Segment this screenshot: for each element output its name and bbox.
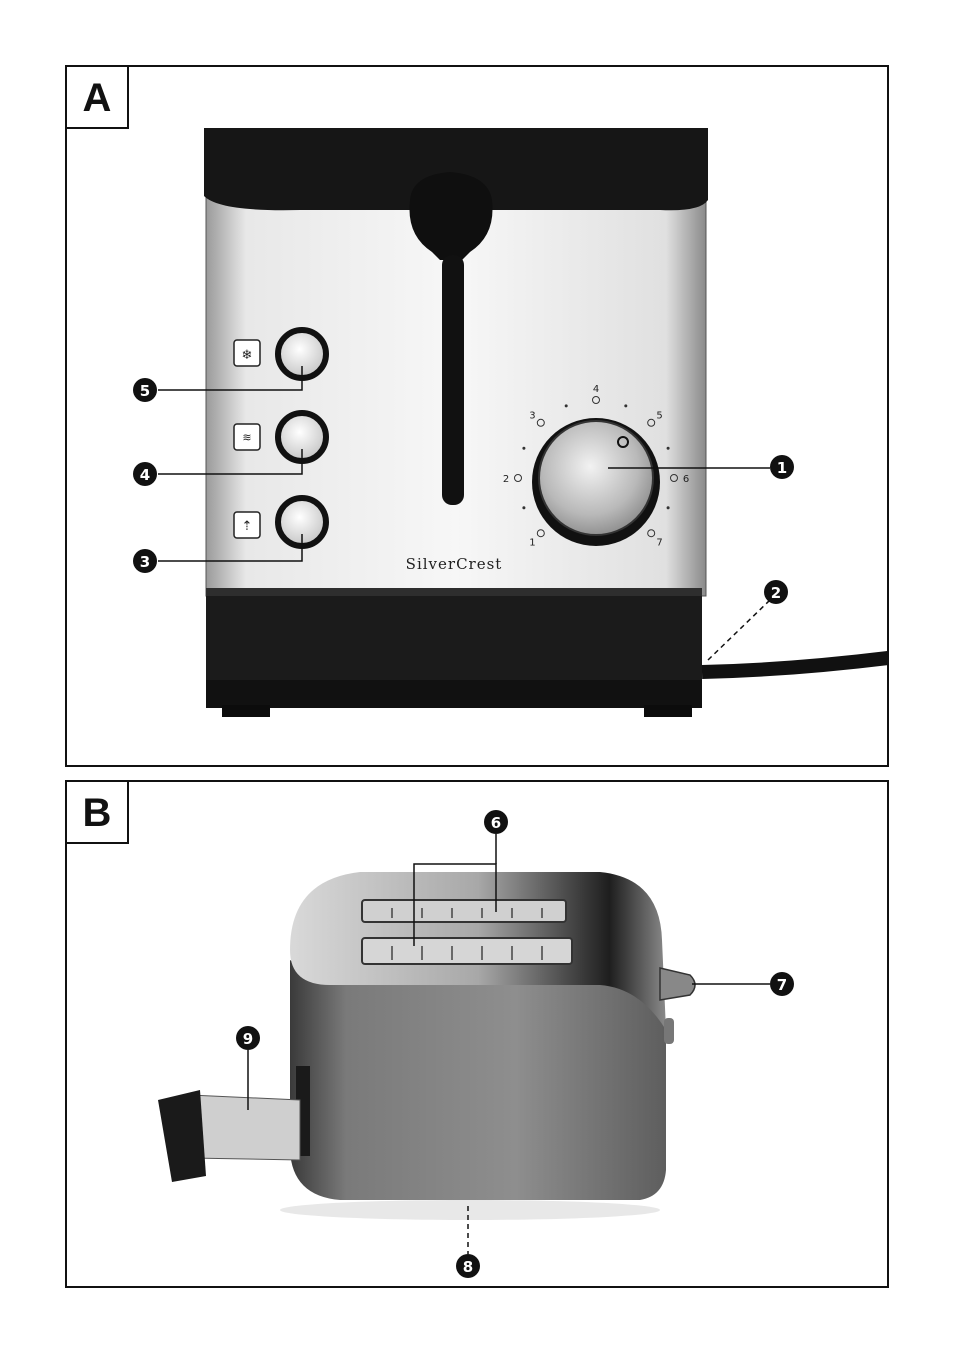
panel-a-letter: A [83,76,112,120]
lever-slot [442,255,464,505]
base-lip [206,588,702,596]
dial-number: 3 [529,410,535,421]
side-lever[interactable] [660,968,695,1000]
svg-text:1: 1 [777,459,787,477]
dial-knob[interactable] [539,421,653,535]
defrost-icon-glyph: ❄ [242,348,253,363]
svg-text:3: 3 [140,553,150,571]
crumb-tray-handle[interactable] [158,1090,206,1182]
toaster-front: ❄ ≋ ⇡ 1 2 3 4 5 6 7 SilverCrest [204,128,888,717]
dial-number: 4 [593,384,599,395]
dial-number: 5 [656,410,662,421]
svg-text:9: 9 [243,1030,253,1048]
svg-text:4: 4 [140,466,150,484]
dial-number: 2 [503,474,509,485]
dial-tick [565,404,568,407]
dial-tick [624,404,627,407]
panel-b-letter: B [83,791,112,835]
callout-2: 2 [708,580,788,660]
reheat-icon-glyph: ≋ [242,431,251,444]
toaster-side [158,872,695,1220]
crumb-tray[interactable] [190,1095,300,1160]
svg-text:8: 8 [463,1258,473,1276]
side-body [290,960,666,1200]
dial-tick [667,506,670,509]
base-bottom [206,680,702,708]
callout-7: 7 [692,972,794,996]
dial-tick [522,447,525,450]
svg-text:5: 5 [140,382,150,400]
dial-tick [667,447,670,450]
dial-number: 1 [529,538,535,549]
shadow [280,1200,660,1220]
panel-a: A ❄ ≋ [66,66,888,766]
dial-tick [522,506,525,509]
side-knob [664,1018,674,1044]
cancel-icon-glyph: ⇡ [242,519,253,534]
svg-text:6: 6 [491,814,501,832]
dial-number: 7 [656,538,662,549]
brand-logo: SilverCrest [406,555,503,573]
svg-text:2: 2 [771,584,781,602]
dial-number: 6 [683,474,689,485]
panel-b: B [66,781,888,1287]
foot-left [222,705,270,717]
power-cord [702,658,888,672]
svg-text:7: 7 [777,976,787,994]
base-housing [206,590,702,680]
foot-right [644,705,692,717]
bread-slot-front [362,938,572,964]
